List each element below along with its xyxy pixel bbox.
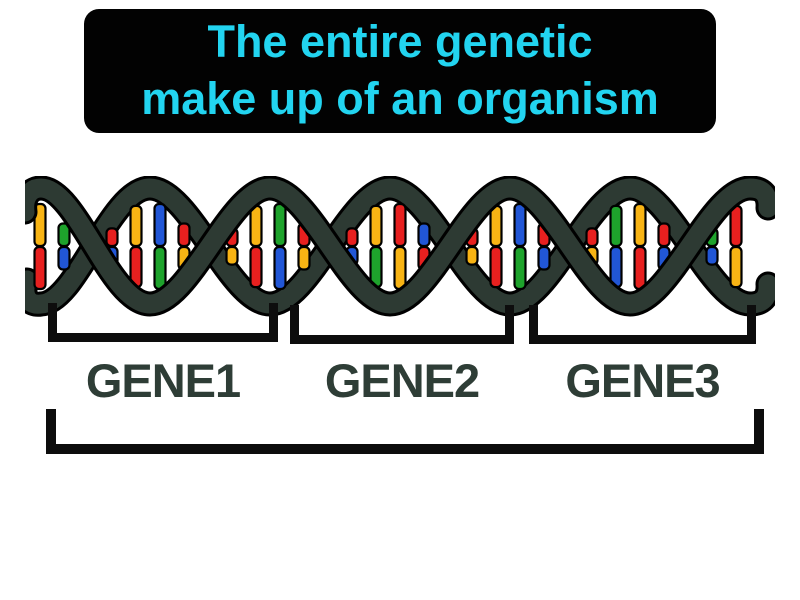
definition-line-2: make up of an organism [141,73,659,124]
base-pair-rung [393,202,407,291]
base-pair-rung [57,222,71,271]
gene2-bracket [290,305,514,344]
dna-helix-illustration [25,176,775,317]
base-pair-rung [369,204,383,289]
dna-strand-back [25,178,775,314]
base-pair-rung [273,202,287,291]
gene1-bracket [48,303,278,342]
base-pair-rung [129,204,143,289]
definition-line-1: The entire genetic [207,16,593,68]
gene2-label: GENE2 [324,353,480,407]
base-pair-rung [513,202,527,291]
gene1-label: GENE1 [85,353,241,407]
dna-strand-front [25,178,775,314]
gene3-label: GENE3 [565,353,720,407]
base-pair-rung [153,202,167,291]
definition-box: The entire genetic make up of an organis… [84,9,716,133]
genome-bracket [46,409,764,454]
base-pair-rung [489,204,503,289]
base-pair-rung [729,204,743,289]
rungs-layer [33,202,743,291]
base-pair-rung [609,204,623,289]
base-pair-rung [249,204,263,289]
base-pair-rung [633,202,647,291]
gene3-bracket [529,305,756,344]
